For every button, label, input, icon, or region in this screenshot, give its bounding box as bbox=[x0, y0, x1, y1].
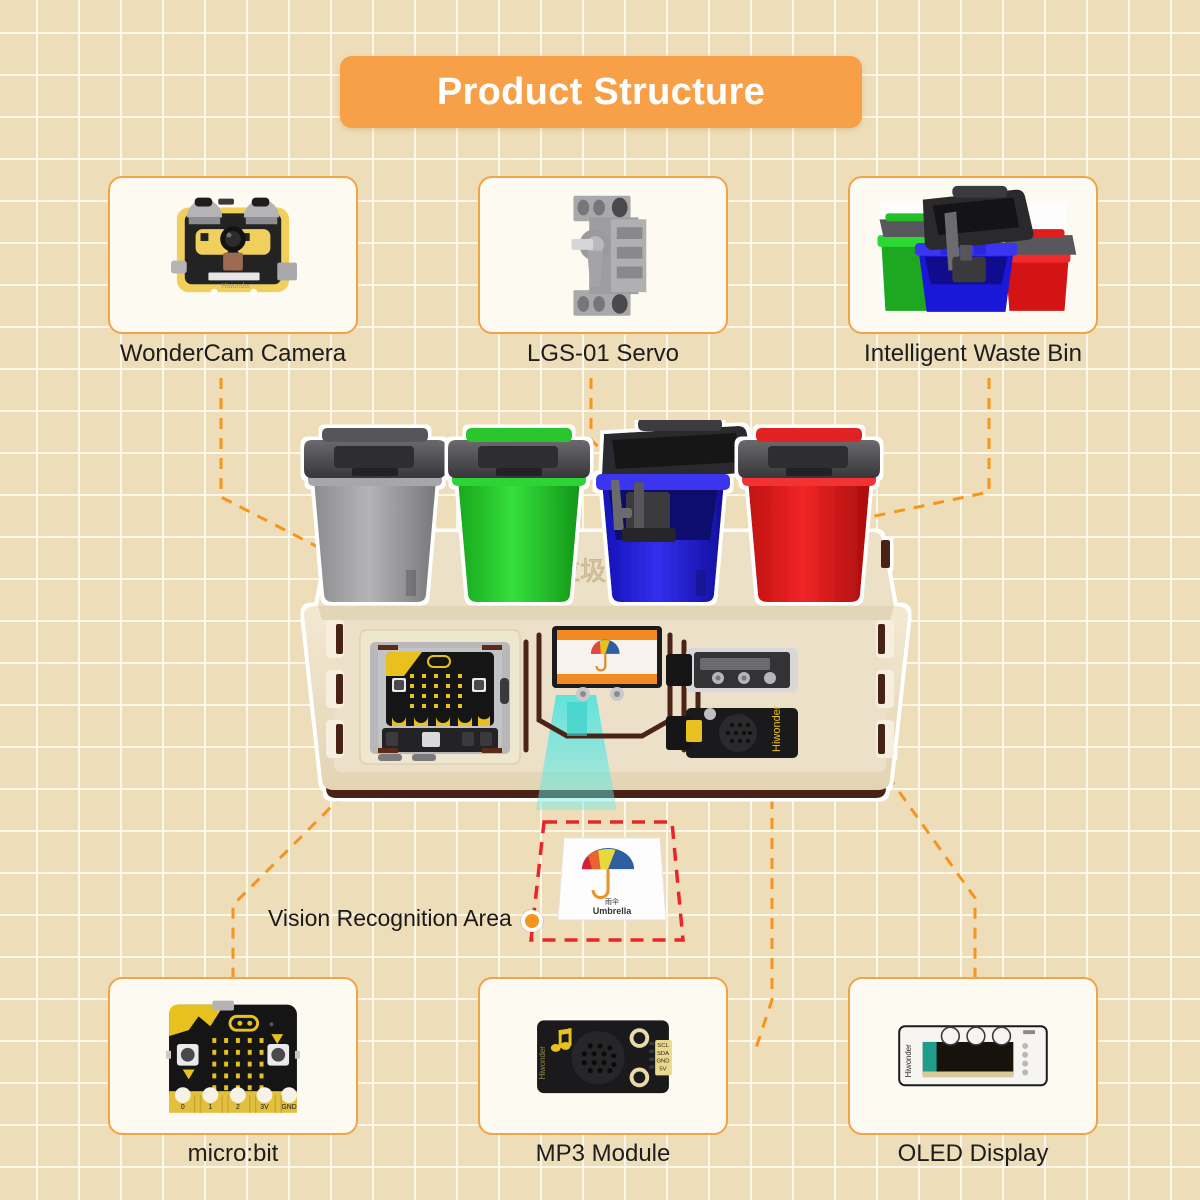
product-assembly: 智能垃圾分类系统 bbox=[286, 418, 926, 890]
card-servo[interactable] bbox=[478, 176, 728, 334]
recognition-card: 雨伞 Umbrella bbox=[556, 836, 668, 926]
wondercam-brand-text: Hiwonder bbox=[221, 283, 251, 290]
page-title: Product Structure bbox=[436, 70, 766, 113]
servo-motor-icon bbox=[571, 195, 647, 316]
card-wondercam[interactable]: Hiwonder bbox=[108, 176, 358, 334]
recognition-subject-cn: 雨伞 bbox=[605, 897, 619, 906]
bin-red bbox=[738, 428, 880, 602]
wondercam-on-stand bbox=[523, 626, 701, 753]
microbit-pin-1: 1 bbox=[208, 1104, 212, 1111]
mp3-pin-gnd: GND bbox=[656, 1059, 669, 1065]
mp3-pin-5v: 5V bbox=[659, 1067, 666, 1073]
bin-blue bbox=[596, 418, 753, 602]
bin-blue-open-lid bbox=[602, 418, 753, 482]
bin-grey bbox=[304, 428, 446, 602]
bin-green bbox=[448, 428, 590, 602]
card-oled[interactable]: Hiwonder bbox=[848, 977, 1098, 1135]
mp3-pin-scl: SCL bbox=[657, 1043, 669, 1049]
card-wastebin[interactable] bbox=[848, 176, 1098, 334]
wondercam-camera-icon: Hiwonder bbox=[171, 197, 297, 296]
oled-on-base bbox=[666, 648, 798, 692]
card-label-servo: LGS-01 Servo bbox=[526, 340, 680, 367]
vision-recognition-area-label: Vision Recognition Area bbox=[268, 905, 512, 931]
mp3-pin-sda: SDA bbox=[657, 1051, 669, 1057]
microbit-pin-3v: 3V bbox=[260, 1104, 269, 1111]
marker-dot-vision-area bbox=[521, 910, 543, 932]
mp3-brand-text: Hiwonder bbox=[771, 705, 783, 752]
card-label-mp3: MP3 Module bbox=[535, 1140, 671, 1167]
servo-inside-bin bbox=[611, 480, 676, 542]
waste-bin-icon bbox=[877, 185, 1077, 312]
microbit-on-base bbox=[359, 629, 521, 765]
microbit-pin-0: 0 bbox=[181, 1104, 185, 1111]
card-label-wondercam: WonderCam Camera bbox=[119, 340, 347, 367]
card-label-oled: OLED Display bbox=[897, 1140, 1049, 1167]
microbit-pin-gnd: GND bbox=[281, 1104, 296, 1111]
card-microbit[interactable]: 0 1 2 3V GND bbox=[108, 977, 358, 1135]
card-label-microbit: micro:bit bbox=[187, 1140, 279, 1167]
card-label-wastebin: Intelligent Waste Bin bbox=[864, 340, 1082, 367]
oled-display-icon: Hiwonder bbox=[898, 1025, 1048, 1087]
oled-brand-label: Hiwonder bbox=[904, 1044, 913, 1078]
mp3-on-base: Hiwonder bbox=[666, 705, 798, 758]
microbit-board-icon: 0 1 2 3V GND bbox=[166, 1000, 300, 1113]
microbit-pin-2: 2 bbox=[236, 1104, 240, 1111]
card-mp3[interactable]: Hiwonder SCL SDA GND 5V bbox=[478, 977, 728, 1135]
mp3-brand-label: Hiwonder bbox=[538, 1046, 547, 1080]
page-title-banner: Product Structure bbox=[340, 56, 862, 128]
recognition-subject-en: Umbrella bbox=[593, 906, 633, 916]
mp3-module-icon: Hiwonder SCL SDA GND 5V bbox=[537, 1020, 672, 1094]
